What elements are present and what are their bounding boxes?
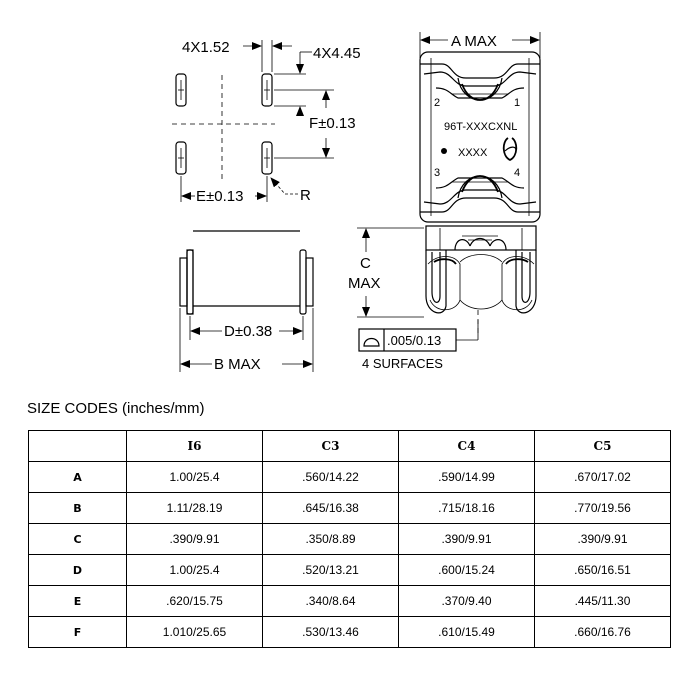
pad-top-right [261,73,273,107]
end-view: C MAX .005/0.13 4 SURFACES [348,225,537,371]
dim-pad-length: 4X4.45 [313,45,361,62]
table-cell: .660/16.76 [534,616,671,648]
table-cell: .650/16.51 [534,554,671,586]
table-header-row: I6 C3 C4 C5 [28,430,671,462]
pad-bottom-right [261,141,273,175]
table-header-cell: C5 [534,430,671,462]
size-codes-table: I6 C3 C4 C5 A 1.00/25.4 .560/14.22 .590/… [28,430,671,648]
table-row: C .390/9.91 .350/8.89 .390/9.91 .390/9.9… [28,523,671,555]
dim-c-label: C [360,255,371,272]
surfaces-note: 4 SURFACES [362,356,443,371]
table-cell: .370/9.40 [398,585,535,617]
table-header-cell [28,430,127,462]
table-row: B 1.11/28.19 .645/16.38 .715/18.16 .770/… [28,492,671,524]
dim-c-max: MAX [348,275,381,292]
part-number-marking: 96T-XXXCXNL [444,121,517,133]
flatness-tolerance-value: .005/0.13 [387,333,441,348]
dim-b: B MAX [214,356,261,373]
table-cell: .715/18.16 [398,492,535,524]
table-cell: .530/13.46 [262,616,399,648]
row-label: B [28,492,127,524]
table-cell: 1.010/25.65 [126,616,263,648]
dim-a: A MAX [451,33,497,50]
table-cell: .670/17.02 [534,461,671,493]
table-cell: 1.00/25.4 [126,554,263,586]
dim-r: R [300,187,311,204]
side-view: D±0.38 B MAX [179,230,314,373]
table-cell: .390/9.91 [398,523,535,555]
date-code-marking: XXXX [458,147,488,159]
table-cell: .350/8.89 [262,523,399,555]
table-cell: .560/14.22 [262,461,399,493]
table-cell: .620/15.75 [126,585,263,617]
pin-1-label: 1 [514,97,520,109]
pad-bottom-left [175,141,187,175]
table-cell: .390/9.91 [126,523,263,555]
row-label: D [28,554,127,586]
table-cell: .390/9.91 [534,523,671,555]
pad-top-left [175,73,187,107]
table-cell: .770/19.56 [534,492,671,524]
table-header-cell: C4 [398,430,535,462]
top-view: A MAX 2 1 96T-XXXCXNL XXXX 3 4 [419,32,541,223]
table-row: D 1.00/25.4 .520/13.21 .600/15.24 .650/1… [28,554,671,586]
table-row: E .620/15.75 .340/8.64 .370/9.40 .445/11… [28,585,671,617]
pin-2-label: 2 [434,97,440,109]
row-label: F [28,616,127,648]
table-row: F 1.010/25.65 .530/13.46 .610/15.49 .660… [28,616,671,648]
table-cell: .600/15.24 [398,554,535,586]
table-cell: .520/13.21 [262,554,399,586]
dim-e: E±0.13 [196,188,243,205]
table-cell: .610/15.49 [398,616,535,648]
pin-one-dot [441,148,447,154]
table-cell: 1.00/25.4 [126,461,263,493]
dim-d: D±0.38 [224,323,272,340]
table-cell: .590/14.99 [398,461,535,493]
row-label: A [28,461,127,493]
dim-pad-width: 4X1.52 [182,39,230,56]
table-cell: .645/16.38 [262,492,399,524]
pin-3-label: 3 [434,167,440,179]
row-label: C [28,523,127,555]
dim-f: F±0.13 [309,115,356,132]
table-header-cell: C3 [262,430,399,462]
size-codes-title: SIZE CODES (inches/mm) [27,400,205,417]
table-cell: .340/8.64 [262,585,399,617]
row-label: E [28,585,127,617]
pin-4-label: 4 [514,167,520,179]
table-header-cell: I6 [126,430,263,462]
table-cell: .445/11.30 [534,585,671,617]
table-row: A 1.00/25.4 .560/14.22 .590/14.99 .670/1… [28,461,671,493]
mechanical-drawing: 4X1.52 4X4.45 F±0.13 E±0.13 R [172,32,541,373]
table-cell: 1.11/28.19 [126,492,263,524]
pad-layout-view: 4X1.52 4X4.45 F±0.13 E±0.13 R [172,39,361,205]
manufacturer-logo [502,137,518,162]
